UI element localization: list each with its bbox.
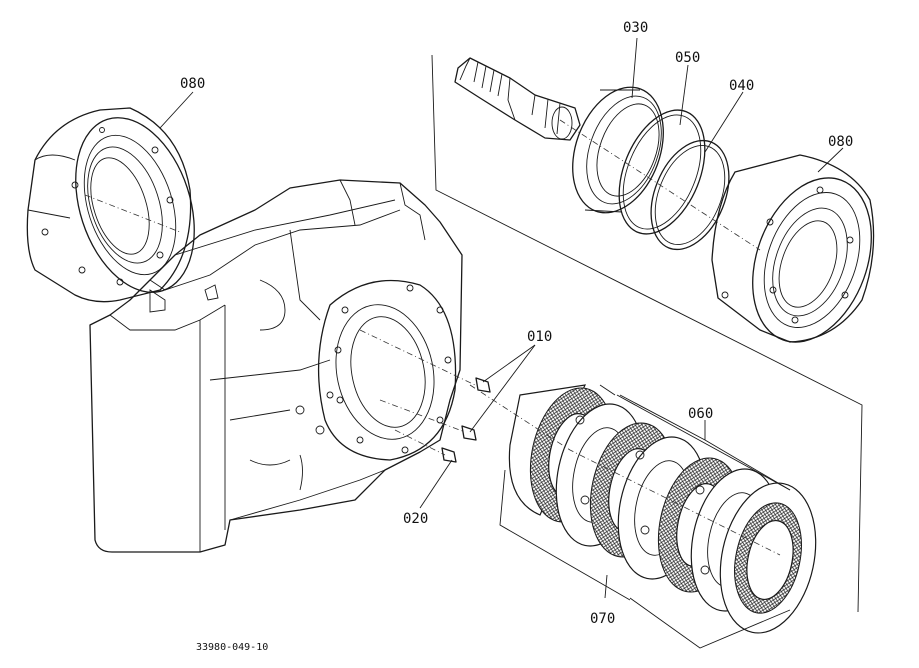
label-080-right: 080 bbox=[828, 134, 853, 150]
seal-rings bbox=[618, 109, 730, 251]
figure-code: 33980-049-10 bbox=[196, 642, 268, 653]
right-bearing-housing bbox=[711, 154, 875, 343]
label-050: 050 bbox=[675, 50, 700, 66]
clutch-plate-stack bbox=[508, 384, 817, 634]
label-020: 020 bbox=[403, 511, 428, 527]
piston-030 bbox=[572, 86, 664, 214]
left-bearing-housing bbox=[26, 107, 195, 303]
shaft bbox=[454, 57, 581, 141]
label-030: 030 bbox=[623, 20, 648, 36]
assembly-lines bbox=[84, 54, 863, 649]
label-070: 070 bbox=[590, 611, 615, 627]
transmission-case bbox=[89, 179, 463, 553]
label-080-left: 080 bbox=[180, 76, 205, 92]
pins bbox=[441, 377, 491, 463]
label-010: 010 bbox=[527, 329, 552, 345]
label-040: 040 bbox=[729, 78, 754, 94]
leader-lines bbox=[159, 37, 844, 599]
label-060: 060 bbox=[688, 406, 713, 422]
